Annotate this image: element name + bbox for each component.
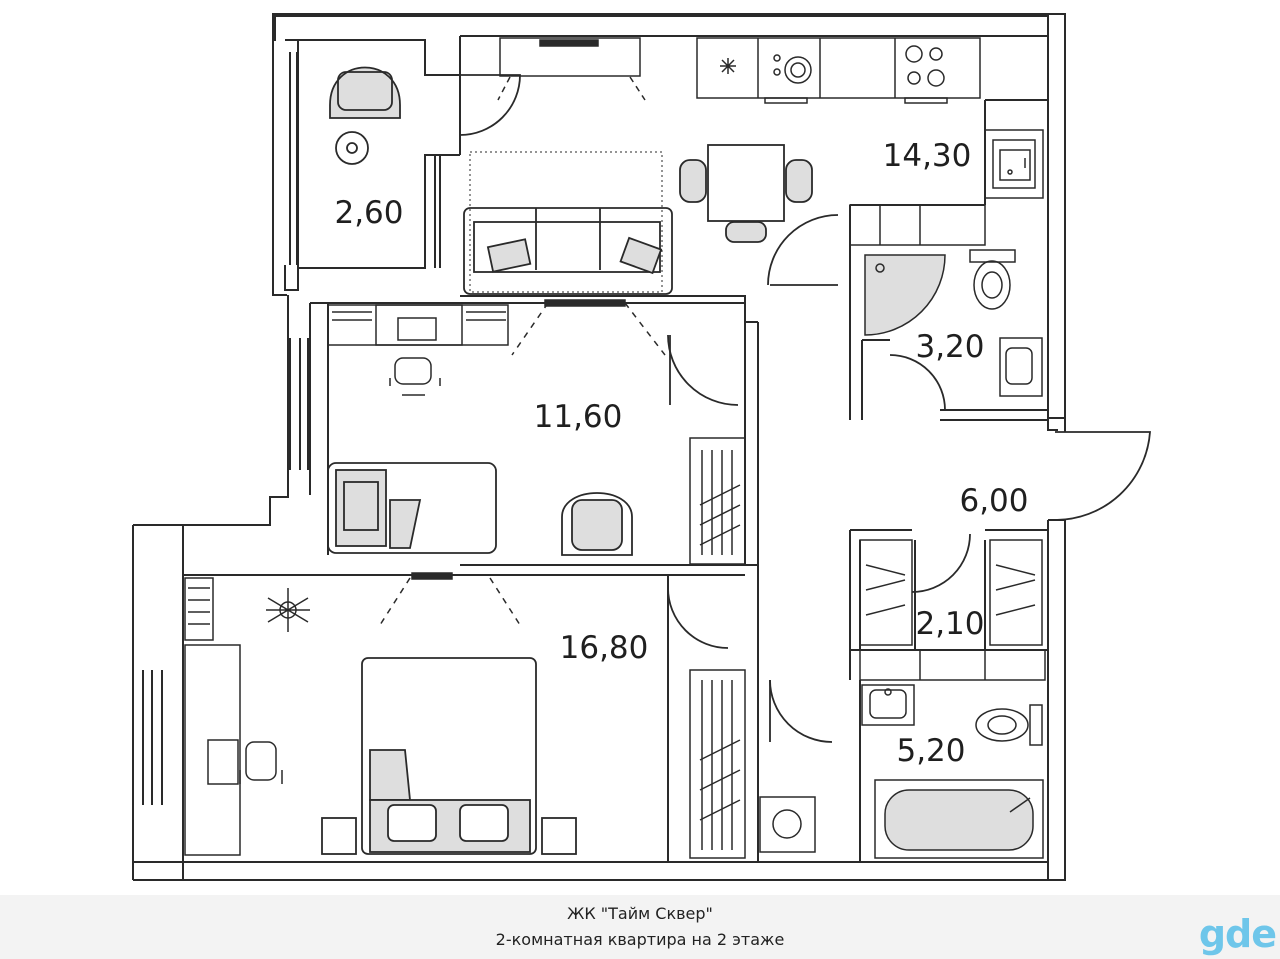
floor-plan-drawing bbox=[132, 13, 1151, 881]
shower-icon bbox=[864, 254, 946, 336]
kitchen-counter bbox=[696, 37, 1044, 199]
outer-walls bbox=[132, 13, 1066, 881]
plant-icon bbox=[266, 588, 310, 632]
window-markers bbox=[379, 37, 666, 626]
wardrobe-2 bbox=[689, 669, 746, 859]
desk-1 bbox=[327, 304, 509, 346]
room-area-balcony: 2,60 bbox=[334, 195, 404, 231]
room-area-bedroom-1: 11,60 bbox=[533, 399, 623, 435]
kitchen-sink-icon bbox=[999, 149, 1031, 181]
caption-bar: ЖК "Тайм Сквер" 2-комнатная квартира на … bbox=[0, 895, 1280, 959]
bath-sink-icon bbox=[999, 337, 1043, 397]
room-area-bathroom-2: 5,20 bbox=[896, 733, 966, 769]
desk-2 bbox=[207, 739, 283, 785]
closet-shelves bbox=[859, 539, 1043, 646]
room-area-bedroom-2: 16,80 bbox=[559, 630, 649, 666]
room-area-hallway: 6,00 bbox=[959, 483, 1029, 519]
washer-icon bbox=[773, 54, 812, 84]
bath1-cabinets bbox=[849, 204, 986, 246]
bed-1 bbox=[327, 462, 497, 554]
project-name: ЖК "Тайм Сквер" bbox=[567, 904, 713, 923]
stove-icon bbox=[905, 45, 945, 87]
bathtub-icon bbox=[874, 779, 1044, 859]
dining-table bbox=[679, 144, 813, 243]
toilet-icon bbox=[969, 249, 1016, 310]
balcony-chair bbox=[329, 66, 401, 165]
fridge-icon bbox=[720, 58, 736, 74]
doors bbox=[459, 74, 1151, 743]
watermark-logo: gde bbox=[1198, 912, 1277, 956]
wardrobe-1 bbox=[689, 437, 746, 565]
bath2-toilet-icon bbox=[975, 704, 1043, 746]
bed-2 bbox=[321, 657, 577, 855]
washing-machine-icon bbox=[759, 796, 816, 853]
room-area-bathroom-1: 3,20 bbox=[915, 329, 985, 365]
armchair-1 bbox=[561, 492, 633, 556]
desk-chair-1 bbox=[389, 357, 441, 396]
room-area-closet: 2,10 bbox=[915, 606, 985, 642]
bathroom2-cabinets bbox=[859, 649, 1046, 681]
room-area-kitchen-living: 14,30 bbox=[882, 138, 972, 174]
floor-plan: 2,60 14,30 3,20 11,60 6,00 2,10 16,80 5,… bbox=[132, 13, 1151, 881]
apartment-description: 2-комнатная квартира на 2 этаже bbox=[495, 930, 785, 949]
bath2-sink-icon bbox=[861, 684, 915, 726]
sofa bbox=[463, 207, 673, 295]
shelf bbox=[184, 577, 241, 856]
